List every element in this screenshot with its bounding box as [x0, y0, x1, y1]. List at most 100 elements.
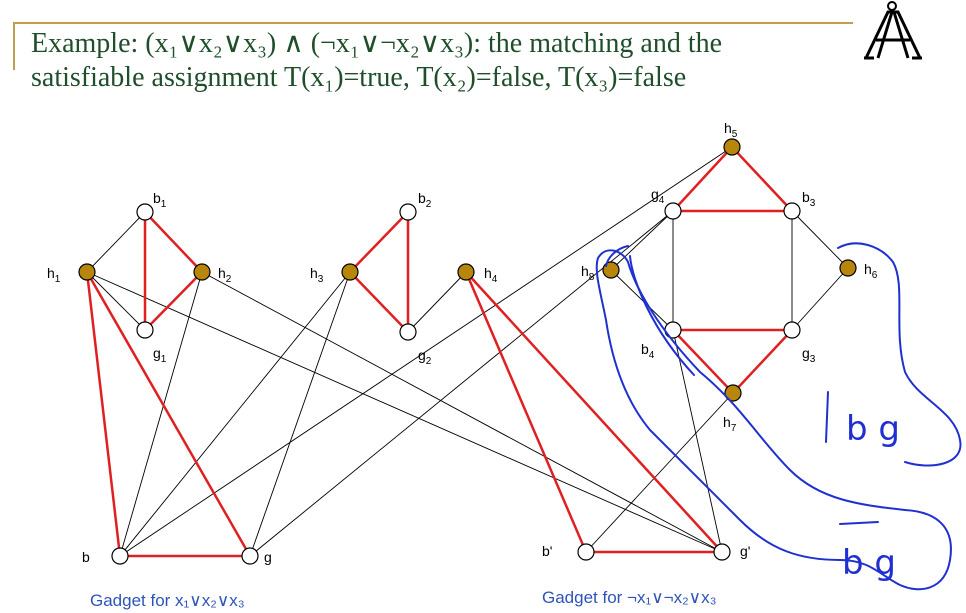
node-label-base: h [723, 414, 731, 430]
edge-h7-bp [585, 392, 734, 553]
node-gp [713, 543, 731, 561]
node-label-b: b [82, 549, 90, 565]
node-label-base: h [218, 265, 226, 281]
node-h7 [724, 384, 742, 402]
ink-text-upper: b g [846, 409, 900, 449]
node-label-base: h [864, 261, 872, 277]
handwriting-annotation: b g b g [595, 242, 962, 591]
matching-edge-h1-b [85, 271, 122, 557]
edge-h1-b1 [86, 211, 146, 273]
matching-edge-h3-g2 [349, 271, 409, 333]
node-label-h6: h6 [864, 261, 878, 281]
node-label-subscript: 2 [226, 274, 232, 285]
node-label-subscript: 3 [810, 354, 816, 365]
node-label-base: g [418, 347, 426, 363]
node-label-base: g [153, 345, 161, 361]
node-label-g3: g3 [802, 345, 816, 365]
ink-bar-left [825, 391, 829, 443]
node-label-subscript: 4 [649, 350, 655, 361]
slide-title: Example: (x₁∨x₂∨x₃) ∧ (¬x₁∨¬x₂∨x₃): the … [13, 14, 853, 94]
ink-loop-outer [595, 249, 952, 591]
edge-h1-gp [86, 271, 723, 553]
node-label-base: b [82, 549, 90, 565]
matching-edge-h2-g1 [144, 271, 203, 331]
node-label-g2: g2 [418, 347, 432, 367]
node-h6 [839, 259, 857, 277]
node-label-h2: h2 [218, 265, 232, 285]
node-label-base: g' [740, 543, 750, 559]
caption-left: Gadget for x₁∨x₂∨x₃ [90, 591, 245, 610]
node-label-subscript: 8 [589, 272, 595, 283]
node-label-b3: b3 [802, 189, 816, 209]
node-b4 [664, 321, 682, 339]
ink-loop-right [837, 242, 962, 467]
matching-edge-h4-gp [465, 271, 723, 553]
ink-bar-top [839, 521, 879, 525]
edge-h2-b [119, 271, 203, 557]
node-label-base: g [264, 549, 272, 565]
node-label-subscript: 2 [426, 356, 432, 367]
title-rule-horizontal [13, 22, 853, 24]
node-label-base: h [310, 265, 318, 281]
node-label-base: h [47, 265, 55, 281]
node-label-base: b [153, 190, 161, 206]
ink-text-lower: b g [842, 543, 896, 583]
node-h1 [78, 263, 96, 281]
node-label-base: b [641, 341, 649, 357]
node-label-subscript: 3 [810, 198, 816, 209]
node-label-h4: h4 [484, 265, 498, 285]
node-label-subscript: 4 [492, 274, 498, 285]
node-label-h3: h3 [310, 265, 324, 285]
matching-edge-b4-h7 [672, 329, 734, 394]
node-h5 [723, 138, 741, 156]
node-label-subscript: 3 [318, 274, 324, 285]
node-label-base: h [581, 263, 589, 279]
node-label-base: b' [542, 543, 552, 559]
matching-edge-h3-b2 [349, 211, 409, 273]
matching-edge-h5-b3 [731, 146, 793, 212]
node-label-g4: g4 [651, 186, 665, 206]
node-b2 [399, 203, 417, 221]
node-g4 [664, 202, 682, 220]
node-label-base: h [724, 120, 732, 136]
matching-edge-g3-h7 [732, 329, 793, 394]
matching-edge-h1-g [85, 271, 252, 557]
node-label-base: g [651, 186, 659, 202]
edge-h8-g4 [610, 210, 674, 271]
node-label-base: b [418, 190, 426, 206]
edge-b4-gp [672, 329, 723, 553]
edges-layer [85, 146, 849, 558]
node-label-base: g [802, 345, 810, 361]
edge-h3-g [249, 271, 351, 557]
node-label-h5: h5 [724, 120, 738, 140]
title-rule-vertical [13, 22, 15, 70]
ink-loop-inner [629, 255, 695, 376]
node-g [241, 547, 259, 565]
caption-right: Gadget for ¬x₁∨¬x₂∨x₃ [542, 588, 717, 607]
node-label-base: h [484, 265, 492, 281]
ink-loop-top-left [605, 245, 629, 267]
edge-h2-gp [201, 271, 723, 553]
edge-h4-g2 [407, 271, 467, 333]
nodes-layer [78, 138, 857, 565]
node-label-b4: b4 [641, 341, 655, 361]
edge-h6-g3 [791, 267, 849, 331]
node-label-b2: b2 [418, 190, 432, 210]
title-line-2: satisfiable assignment T(x₁)=true, T(x₂)… [31, 62, 687, 93]
edge-b-h5 [119, 146, 733, 557]
node-label-h7: h7 [723, 414, 737, 434]
title-line-1: Example: (x₁∨x₂∨x₃) ∧ (¬x₁∨¬x₂∨x₃): the … [31, 28, 723, 59]
node-h4 [457, 263, 475, 281]
edge-h8-b4 [610, 269, 674, 331]
matching-edge-h5-g4 [672, 146, 733, 212]
node-g1 [136, 321, 154, 339]
edge-g-g4 [249, 210, 674, 557]
node-label-subscript: 1 [161, 199, 167, 210]
node-label-subscript: 1 [55, 274, 61, 285]
node-label-h1: h1 [47, 265, 61, 285]
matching-edge-h4-bp [464, 271, 588, 553]
edge-h1-g1 [86, 271, 146, 331]
node-label-subscript: 2 [426, 199, 432, 210]
